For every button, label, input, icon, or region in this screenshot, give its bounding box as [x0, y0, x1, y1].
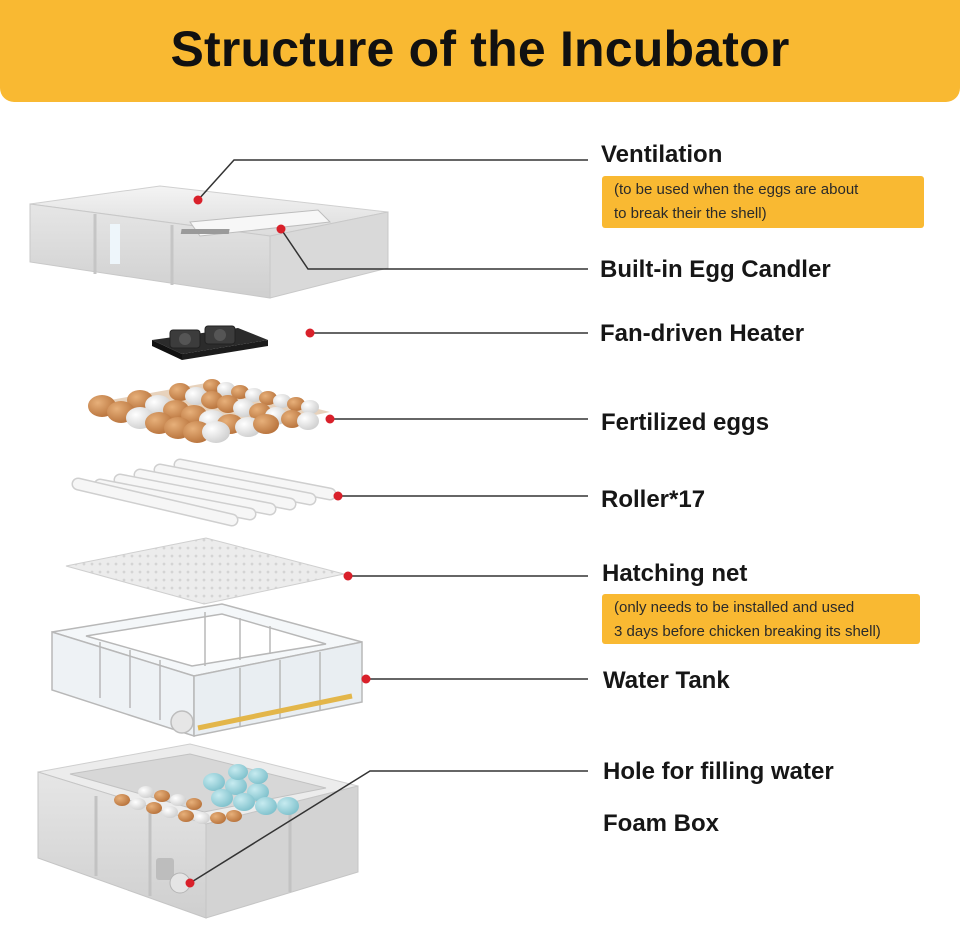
fan-heater [152, 325, 268, 360]
leader-lines [189, 159, 588, 884]
label-egg-candler: Built-in Egg Candler [600, 256, 831, 283]
label-fan-heater: Fan-driven Heater [600, 320, 805, 347]
label-filling-hole: Hole for filling water [603, 758, 834, 785]
note-ventilation: (to be used when the eggs are about to b… [602, 176, 924, 228]
foam-box [37, 743, 359, 919]
label-ventilation: Ventilation [601, 141, 723, 168]
note-hatching-net-line-2: 3 days before chicken breaking its shell… [614, 623, 881, 640]
label-roller: Roller*17 [601, 486, 706, 513]
egg-row-1 [203, 379, 319, 414]
label-foam-box: Foam Box [603, 810, 720, 837]
page-title: Structure of the Incubator [170, 21, 790, 77]
marker-dots [185, 195, 371, 888]
label-hatching-net: Hatching net [602, 560, 748, 587]
label-water-tank: Water Tank [603, 667, 730, 694]
egg-row-4 [88, 395, 230, 443]
incubator-lid [29, 185, 389, 299]
note-ventilation-line-2: to break their the shell) [614, 205, 767, 222]
egg-tray [88, 379, 330, 443]
rollers [71, 458, 337, 527]
note-hatching-net-line-1: (only needs to be installed and used [614, 599, 855, 616]
base-egg-rows [114, 764, 299, 824]
note-ventilation-line-1: (to be used when the eggs are about [614, 181, 859, 198]
hatching-net [65, 537, 345, 605]
note-hatching-net: (only needs to be installed and used 3 d… [602, 594, 920, 644]
title-banner: Structure of the Incubator [0, 0, 960, 102]
water-tank [51, 603, 363, 738]
label-fertilized-eggs: Fertilized eggs [601, 409, 770, 436]
